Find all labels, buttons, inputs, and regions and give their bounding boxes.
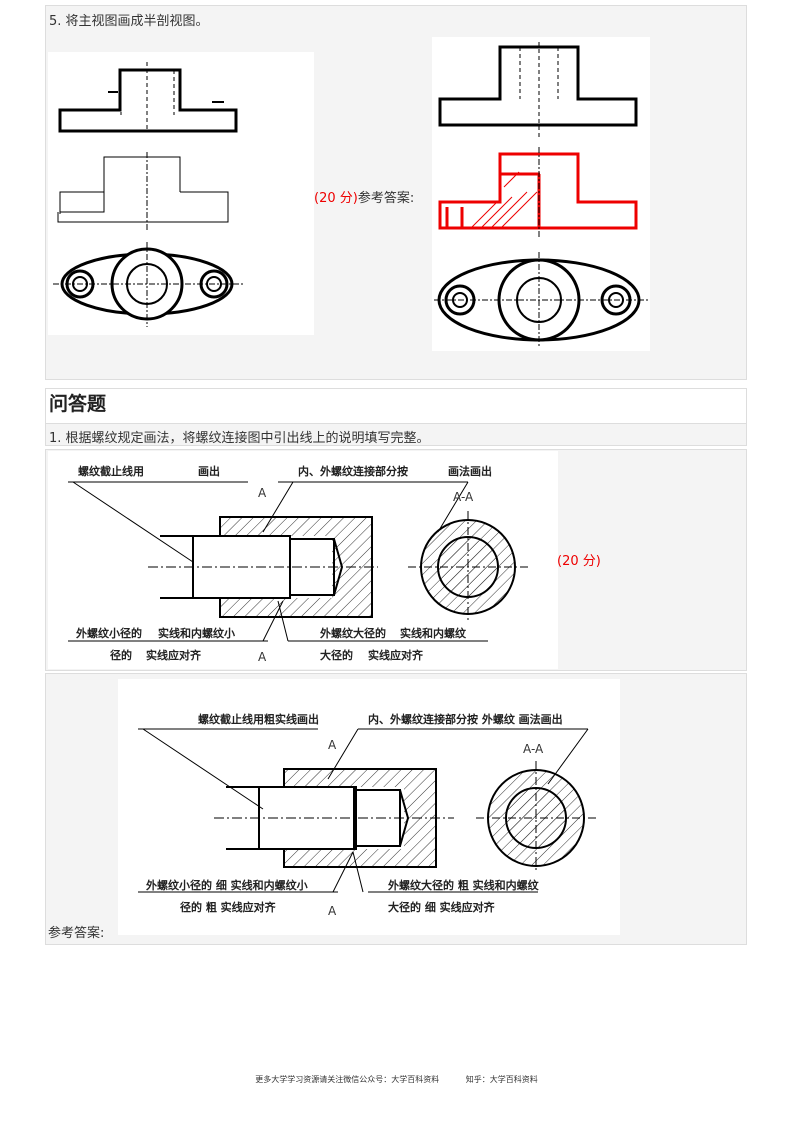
label-text: 外螺纹小径的	[75, 626, 142, 640]
label-text: 径的	[110, 648, 132, 662]
question-text: 根据螺纹规定画法，将螺纹连接图中引出线上的说明填写完整。	[65, 431, 430, 446]
score: (20 分)	[314, 191, 358, 206]
question-1-row: 1. 根据螺纹规定画法，将螺纹连接图中引出线上的说明填写完整。	[45, 423, 747, 446]
label-text: 螺纹截止线用粗实线画出	[198, 712, 319, 726]
question-5-answer-drawing	[432, 37, 650, 351]
question-5-section: 5. 将主视图画成半剖视图。 (20 分)参考答案:	[45, 5, 747, 380]
score: (20 分)	[557, 554, 601, 569]
thread-connection-drawing: 螺纹截止线用 画出 内、外螺纹连接部分按 画法画出 A A-A 外螺纹小径的 实…	[48, 451, 558, 669]
section-mark: A	[258, 650, 267, 664]
label-text: 画出	[198, 464, 220, 478]
question-5-text: 5. 将主视图画成半剖视图。	[49, 10, 209, 29]
label-text: 径的 粗 实线应对齐	[180, 900, 277, 914]
thread-connection-answer-drawing: 螺纹截止线用粗实线画出 内、外螺纹连接部分按 外螺纹 画法画出 A A-A 外螺…	[118, 679, 620, 935]
section-label: A-A	[523, 742, 544, 756]
question-1-image-row: 螺纹截止线用 画出 内、外螺纹连接部分按 画法画出 A A-A 外螺纹小径的 实…	[45, 449, 747, 671]
label-text: 大径的 细 实线应对齐	[388, 900, 496, 914]
question-number: 1.	[49, 431, 62, 446]
label-text: 外螺纹大径的 粗 实线和内螺纹	[387, 878, 540, 892]
label-text: 实线应对齐	[146, 648, 202, 662]
section-mark: A	[328, 904, 337, 918]
section-heading: 问答题	[45, 388, 747, 424]
section-title: 问答题	[49, 393, 107, 415]
label-text: 内、外螺纹连接部分按 外螺纹 画法画出	[368, 712, 563, 726]
question-1-text: 1. 根据螺纹规定画法，将螺纹连接图中引出线上的说明填写完整。	[49, 427, 430, 446]
section-mark: A	[258, 486, 267, 500]
label-text: 外螺纹小径的 细 实线和内螺纹小	[145, 878, 308, 892]
question-text: 将主视图画成半剖视图。	[65, 14, 209, 29]
label-text: 实线应对齐	[368, 648, 424, 662]
label-text: 内、外螺纹连接部分按	[298, 464, 408, 478]
question-number: 5.	[49, 14, 62, 29]
question-5-answer-row: (20 分)参考答案:	[314, 187, 414, 206]
label-text: 大径的	[320, 648, 353, 662]
label-text: 外螺纹大径的	[319, 626, 386, 640]
footer-wechat: 更多大学学习资源请关注微信公众号：大学百科资料	[255, 1075, 440, 1084]
question-1-answer-row: 参考答案: 螺纹截止线用粗实线画出 内、外螺纹连接部分按 外螺纹 画法画出 A …	[45, 673, 747, 945]
section-mark: A	[328, 738, 337, 752]
page-footer: 更多大学学习资源请关注微信公众号：大学百科资料 知乎：大学百科资料	[0, 1074, 793, 1085]
label-text: 画法画出	[448, 464, 492, 478]
label-text: 实线和内螺纹	[400, 626, 467, 640]
label-text: 螺纹截止线用	[78, 464, 144, 478]
section-label: A-A	[453, 490, 474, 504]
answer-label: 参考答案:	[48, 926, 105, 941]
question-5-drawing	[48, 52, 314, 335]
footer-zhihu: 知乎：大学百科资料	[465, 1075, 538, 1084]
label-text: 实线和内螺纹小	[158, 626, 235, 640]
answer-label: 参考答案:	[357, 191, 415, 206]
